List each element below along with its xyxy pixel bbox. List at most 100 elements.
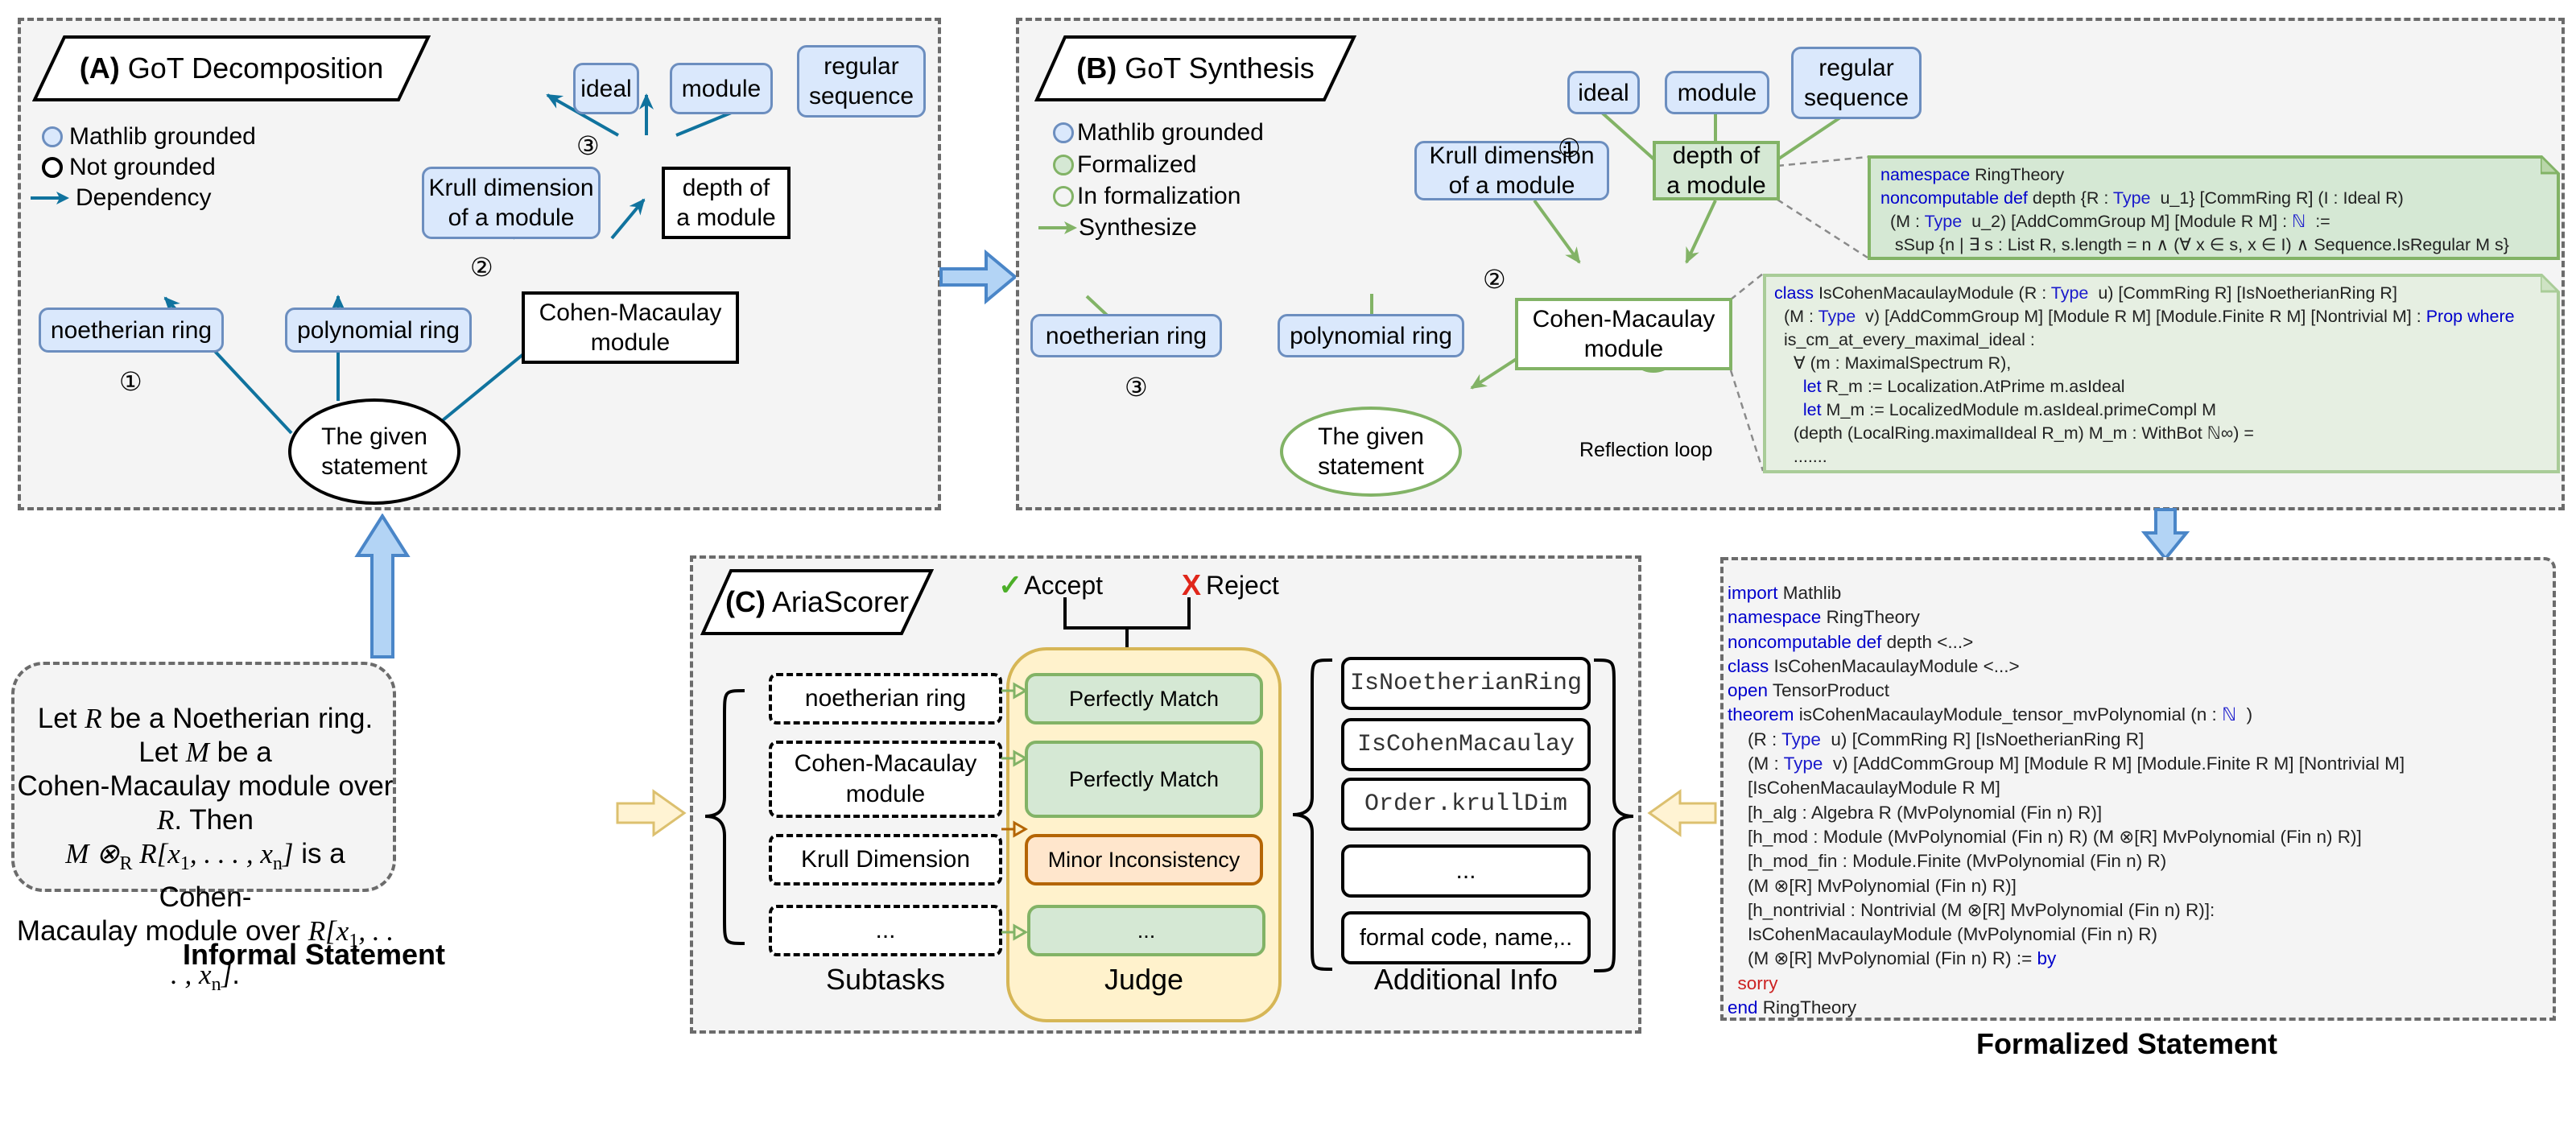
accept-label: ✓Accept bbox=[998, 568, 1103, 601]
legend-synthesize: Synthesize bbox=[1038, 214, 1197, 242]
subtask-item[interactable]: Cohen-Macaulay module bbox=[769, 741, 1002, 818]
title-parallelogram bbox=[32, 35, 431, 101]
code-line: [h_alg : Algebra R (MvPolynomial (Fin n)… bbox=[1728, 802, 2103, 823]
legend-mathlib-grounded: Mathlib grounded bbox=[42, 123, 256, 151]
title-parallelogram bbox=[1034, 35, 1356, 101]
panel-letter: (C) bbox=[724, 585, 766, 618]
judgement-perfect-match: Perfectly Match bbox=[1025, 673, 1263, 724]
legend-dependency: Dependency bbox=[31, 184, 211, 212]
column-label-judge: Judge bbox=[1104, 963, 1184, 996]
code-line: class IsCohenMacaulayModule <...> bbox=[1728, 655, 2020, 676]
arrow-informal-to-c-icon bbox=[616, 789, 687, 837]
blue-circle-icon bbox=[1053, 122, 1074, 143]
node-b-module[interactable]: module bbox=[1665, 71, 1769, 114]
arrow-b-to-formalized-icon bbox=[2141, 508, 2190, 562]
step-number-2: ② bbox=[1483, 265, 1506, 294]
note-fold-icon bbox=[2541, 155, 2560, 175]
code-line: ∀ (m : MaximalSpectrum R), bbox=[1774, 353, 2012, 373]
code-line: noncomputable def depth {R : Type u_1} [… bbox=[1880, 188, 2404, 208]
arrow-informal-to-a-icon bbox=[354, 514, 411, 658]
subtask-item[interactable]: ... bbox=[769, 905, 1002, 956]
panel-c-title: (C) AriaScorer bbox=[700, 568, 934, 636]
code-line: is_cm_at_every_maximal_ideal : bbox=[1774, 330, 2035, 349]
statement-line: Cohen-Macaulay module over R. Then bbox=[17, 770, 394, 836]
black-circle-icon bbox=[42, 157, 63, 178]
step-number-3: ③ bbox=[1125, 373, 1148, 402]
green-arrow-icon bbox=[1038, 221, 1077, 234]
judgement-ellipsis: ... bbox=[1027, 905, 1265, 956]
panel-b-title: (B) GoT Synthesis bbox=[1034, 35, 1356, 102]
info-right-brace bbox=[1593, 658, 1634, 972]
title-parallelogram bbox=[700, 569, 934, 635]
panel-title-text: AriaScorer bbox=[765, 585, 910, 618]
code-line: (M ⊗[R] MvPolynomial (Fin n) R) := by bbox=[1728, 948, 2057, 969]
blue-circle-icon bbox=[42, 126, 63, 147]
legend-not-grounded: Not grounded bbox=[42, 154, 216, 181]
node-a-ideal[interactable]: ideal bbox=[573, 63, 639, 114]
node-a-noetherian[interactable]: noetherian ring bbox=[39, 308, 224, 353]
node-a-module[interactable]: module bbox=[670, 63, 773, 114]
code-line: (M : Type v) [AddCommGroup M] [Module R … bbox=[1774, 307, 2515, 326]
code-line: noncomputable def depth <...> bbox=[1728, 631, 1974, 652]
formalized-statement-box bbox=[1720, 557, 2556, 1021]
arrow-formalized-to-c-icon bbox=[1647, 789, 1717, 837]
legend-in-formalization: In formalization bbox=[1053, 183, 1241, 210]
node-a-polynomial[interactable]: polynomial ring bbox=[285, 308, 472, 353]
cohen-macaulay-code-note: class IsCohenMacaulayModule (R : Type u)… bbox=[1763, 274, 2560, 473]
note-fold-icon bbox=[2541, 274, 2560, 293]
code-line: class IsCohenMacaulayModule (R : Type u)… bbox=[1774, 283, 2397, 303]
code-line: (M : Type u_2) [AddCommGroup M] [Module … bbox=[1880, 212, 2330, 231]
edge-cohen-depth bbox=[610, 198, 646, 240]
code-line: let M_m := LocalizedModule m.asIdeal.pri… bbox=[1802, 400, 2217, 419]
cohen-macaulay-code-block: class IsCohenMacaulayModule (R : Type u)… bbox=[1774, 282, 2515, 469]
decision-bracket bbox=[1063, 597, 1191, 649]
green-filled-circle-icon bbox=[1053, 155, 1074, 175]
node-b-noetherian[interactable]: noetherian ring bbox=[1030, 314, 1222, 357]
node-b-ideal[interactable]: ideal bbox=[1567, 71, 1640, 114]
code-line: sorry bbox=[1728, 972, 1778, 993]
code-line: namespace RingTheory bbox=[1880, 165, 2065, 184]
green-outline-circle-icon bbox=[1053, 186, 1074, 207]
info-item: formal code, name,.. bbox=[1341, 911, 1591, 964]
code-line: ....... bbox=[1774, 447, 1827, 466]
info-item: Order.krullDim bbox=[1341, 778, 1591, 831]
panel-letter: (A) bbox=[79, 52, 120, 85]
subtask-item[interactable]: Krull Dimension bbox=[769, 834, 1002, 886]
formalized-statement-caption: Formalized Statement bbox=[1975, 1027, 2278, 1060]
step-number-3: ③ bbox=[576, 131, 600, 160]
panel-letter: (B) bbox=[1076, 52, 1117, 85]
code-line: [h_mod_fin : Module.Finite (MvPolynomial… bbox=[1728, 851, 2167, 872]
statement-line: Let R be a Noetherian ring. Let M be a bbox=[37, 703, 374, 768]
code-line: theorem isCohenMacaulayModule_tensor_mvP… bbox=[1728, 704, 2253, 725]
subtask-item[interactable]: noetherian ring bbox=[769, 673, 1002, 724]
column-label-subtasks: Subtasks bbox=[825, 963, 946, 996]
code-line: end RingTheory bbox=[1728, 997, 1857, 1018]
depth-code-note: namespace RingTheory noncomputable def de… bbox=[1868, 155, 2560, 260]
step-number-1: ① bbox=[119, 367, 142, 396]
code-line: (M : Type v) [AddCommGroup M] [Module R … bbox=[1728, 753, 2405, 774]
x-mark-icon: X bbox=[1182, 568, 1202, 601]
code-line: open TensorProduct bbox=[1728, 680, 1889, 701]
edge-depth-cohen bbox=[1685, 200, 1717, 264]
judgement-perfect-match: Perfectly Match bbox=[1025, 741, 1263, 818]
statement-line: Macaulay module over R[x1, . . . , xn]. bbox=[16, 915, 394, 995]
info-item: IsCohenMacaulay bbox=[1341, 718, 1591, 771]
code-line: [h_nontrivial : Nontrivial (M ⊗[R] MvPol… bbox=[1728, 899, 2215, 920]
code-line: (R : Type u) [CommRing R] [IsNoetherianR… bbox=[1728, 729, 2145, 749]
reflection-loop-label: Reflection loop bbox=[1579, 439, 1713, 461]
code-line: namespace RingTheory bbox=[1728, 607, 1920, 628]
node-b-polynomial[interactable]: polynomial ring bbox=[1278, 314, 1464, 357]
legend-formalized: Formalized bbox=[1053, 151, 1196, 179]
checkmark-icon: ✓ bbox=[998, 568, 1023, 601]
